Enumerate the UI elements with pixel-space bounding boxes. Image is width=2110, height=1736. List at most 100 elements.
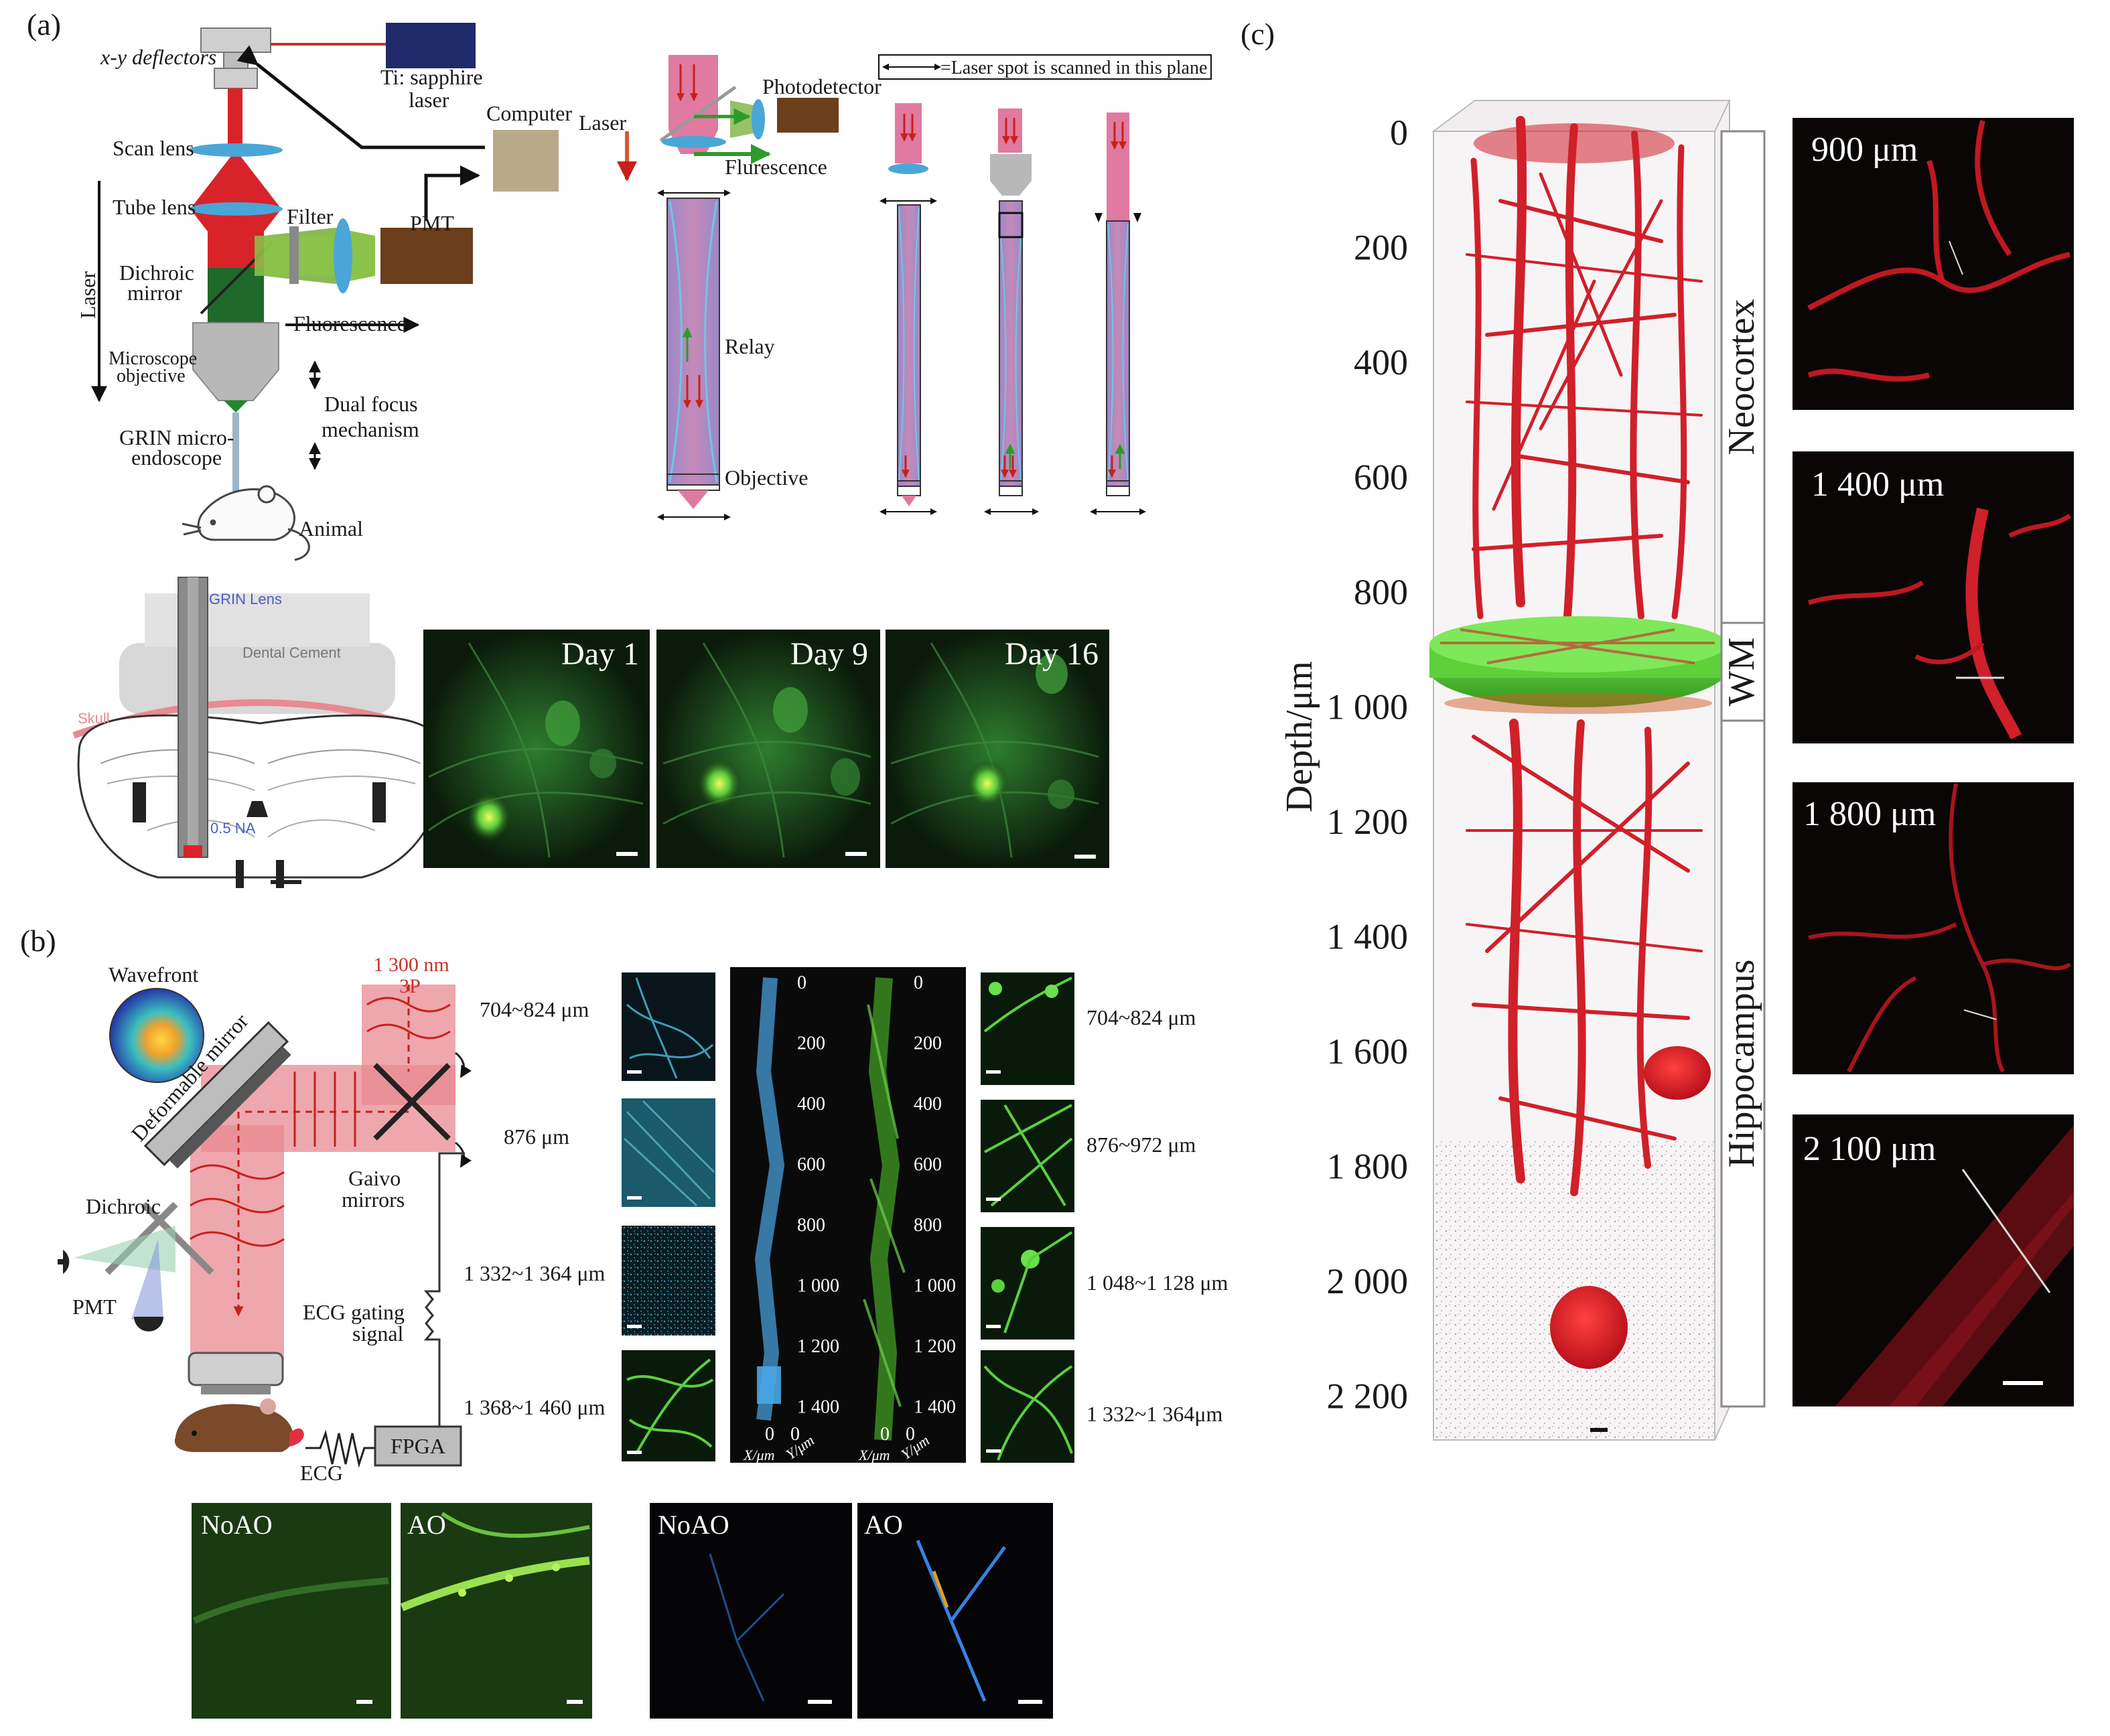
label-gaivo-1: Gaivo (348, 1166, 401, 1190)
inset-2100: 2 100 μm (1792, 1114, 2074, 1406)
stack-zero-y-right: 0 (906, 1424, 915, 1445)
label-grin-1: GRIN micro- (119, 425, 234, 449)
day-image-1: Day 1 (423, 630, 650, 868)
label-objective: Objective (725, 465, 808, 490)
label-scan-lens: Scan lens (113, 136, 194, 160)
right-range-3: 1 048~1 128 μm (1086, 1271, 1228, 1295)
inset-label-900: 900 μm (1811, 131, 1918, 169)
ecg-trace (305, 1429, 375, 1468)
ao-label-4: AO (864, 1510, 903, 1540)
stack-axis-x-right: X/μm (858, 1447, 890, 1463)
cyan-image-3 (622, 1226, 715, 1335)
label-ti-sapphire-2: laser (409, 88, 449, 112)
label-microscope-2: objective (117, 366, 186, 386)
computer-to-deflector-line (236, 45, 485, 149)
stack-zero-x-left: 0 (765, 1424, 774, 1445)
panel-label-a: (a) (27, 7, 61, 42)
label-microscope-1: Microscope (109, 348, 197, 369)
blue-vessel-stack (754, 977, 785, 1421)
pmt-box (380, 228, 473, 284)
stack-tick-right: 1 200 (914, 1336, 956, 1357)
ao-label-2: AO (407, 1510, 446, 1540)
deformable-mirror (143, 1021, 291, 1169)
ao-label-1: NoAO (201, 1510, 273, 1540)
label-flurescence: Flurescence (725, 155, 827, 179)
pmt-to-computer-line (424, 165, 480, 221)
pmt-icon-left (63, 1250, 70, 1274)
region-label-wm: WM (1721, 638, 1762, 707)
panel-a-relay-schematic: =Laser spot is scanned in this plane Las… (579, 54, 1212, 520)
region-label-hippocampus: Hippocampus (1721, 959, 1762, 1167)
depth-axis-label: Depth/μm (1279, 661, 1320, 812)
ao-label-3: NoAO (658, 1510, 729, 1540)
stack-tick-right: 800 (914, 1215, 942, 1236)
region-hippocampus-bracket (1720, 719, 1766, 1408)
fpga-box (374, 1425, 462, 1467)
pmt-lens (334, 218, 352, 293)
stack-tick-right: 400 (914, 1094, 942, 1114)
xy-deflector-bottom (214, 68, 258, 89)
label-na: 0.5 NA (210, 820, 256, 837)
microscope-objective (192, 322, 279, 401)
stack-tick-left: 1 200 (797, 1336, 839, 1357)
right-range-4: 1 332~1 364μm (1086, 1402, 1222, 1426)
stack-tick-right: 1 400 (914, 1397, 956, 1418)
stack-tick-left: 400 (797, 1094, 825, 1114)
label-grin-2: endoscope (131, 445, 222, 469)
stack-zero-x-right: 0 (880, 1424, 890, 1445)
panel-c-vasculature-volume: Neocortex WM Hippocampus 02004006008001 … (1279, 100, 1766, 1441)
ao-dark-image (857, 1503, 1053, 1719)
stack-zero-y-left: 0 (790, 1424, 800, 1445)
objective-b (188, 1352, 284, 1386)
panel-b-schematic: Wavefront Deformable mirror 1 300 nm 3P … (58, 954, 472, 1485)
ao-green-image (401, 1503, 592, 1719)
label-ecg: ECG (300, 1461, 343, 1485)
computer-box (493, 130, 559, 192)
region-neocortex-bracket (1720, 130, 1766, 624)
filter (289, 226, 299, 284)
left-range-4: 1 368~1 460 μm (464, 1395, 605, 1419)
label-pmt-b: PMT (72, 1295, 117, 1319)
inset-label-1800: 1 800 μm (1803, 795, 1936, 833)
inset-900: 900 μm (1792, 118, 2074, 410)
stack-tick-left: 800 (797, 1215, 825, 1236)
label-laser-vertical: Laser (76, 271, 100, 319)
label-computer: Computer (486, 101, 572, 125)
depth-tick: 200 (1354, 228, 1408, 268)
legend-box (878, 54, 1212, 80)
right-range-1: 704~824 μm (1086, 1005, 1196, 1029)
label-dichroic-2: mirror (127, 281, 182, 305)
depth-tick: 1 800 (1327, 1147, 1409, 1187)
label-dual-focus-2: mechanism (322, 417, 419, 441)
stack-tick-left: 600 (797, 1155, 825, 1175)
xy-deflector-top (200, 27, 271, 53)
panel-a-brain-implant: GRIN Lens Dental Cement Skull 0.5 NA (72, 577, 445, 888)
panel-label-c: (c) (1241, 17, 1275, 51)
heart-icon (289, 1428, 304, 1447)
panel-a-microscope-schematic: x-y deflectors Ti: sapphire laser Comput… (76, 23, 572, 561)
legend-note: =Laser spot is scanned in this plane (940, 58, 1207, 78)
red-blob-lower (1550, 1286, 1628, 1369)
left-range-2: 876 μm (504, 1125, 569, 1149)
vessel-network (1466, 116, 1703, 1196)
left-range-3: 1 332~1 364 μm (464, 1261, 605, 1285)
depth-tick: 400 (1354, 342, 1408, 382)
label-ecg-gating-1: ECG gating (303, 1300, 405, 1324)
inset-label-2100: 2 100 μm (1803, 1130, 1936, 1168)
scan-lens (189, 143, 283, 157)
label-wavefront: Wavefront (109, 962, 198, 987)
inset-1800: 1 800 μm (1792, 782, 2074, 1074)
label-grin-lens: GRIN Lens (209, 591, 282, 607)
label-ecg-gating-2: signal (352, 1321, 404, 1346)
label-dental-cement: Dental Cement (242, 644, 341, 661)
day-image-3: Day 16 (886, 630, 1109, 868)
inset-1400: 1 400 μm (1792, 451, 2074, 743)
label-fluorescence: Fluorescence (293, 311, 407, 336)
label-skull: Skull (78, 710, 110, 727)
pmt-icon-bottom (134, 1317, 163, 1331)
mouse-icon (182, 485, 310, 561)
label-ti-sapphire-1: Ti: sapphire (380, 65, 483, 89)
noao-dark-image (650, 1503, 852, 1719)
label-tube-lens: Tube lens (113, 195, 196, 219)
day-label-3: Day 16 (1005, 636, 1099, 672)
